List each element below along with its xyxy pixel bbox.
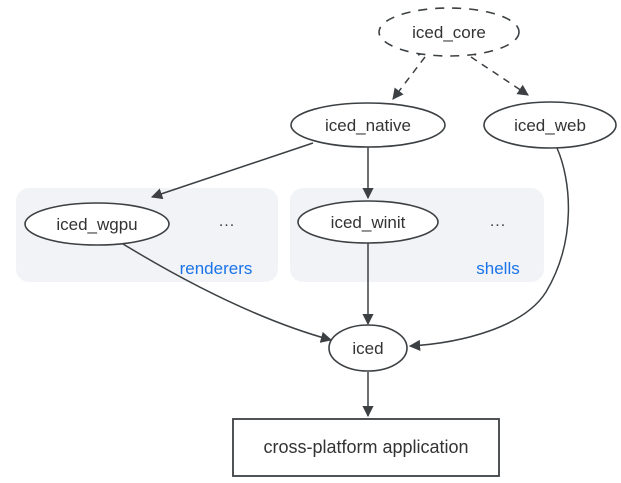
- node-iced: iced: [328, 324, 408, 372]
- shells-ellipsis: ...: [490, 213, 506, 230]
- iced-ellipse: [328, 324, 408, 372]
- iced-label: iced: [352, 339, 383, 358]
- iced-core-label: iced_core: [412, 23, 486, 42]
- edge-web-iced: [408, 147, 570, 352]
- iced-core-ellipse: [378, 7, 520, 57]
- node-iced-wgpu: iced_wgpu: [24, 202, 170, 246]
- iced-web-ellipse: [483, 101, 617, 149]
- iced-winit-ellipse: [297, 200, 439, 244]
- node-iced-web: iced_web: [483, 101, 617, 149]
- iced-wgpu-ellipse: [24, 202, 170, 246]
- renderers-group-label: renderers: [180, 259, 253, 278]
- iced-native-ellipse: [290, 102, 446, 148]
- node-iced-winit: iced_winit: [297, 200, 439, 244]
- shells-group-label: shells: [476, 259, 519, 278]
- node-application: cross-platform application: [232, 418, 500, 477]
- node-iced-core: iced_core: [378, 7, 520, 57]
- node-iced-native: iced_native: [290, 102, 446, 148]
- iced-web-label: iced_web: [514, 116, 586, 135]
- edge-core-native: [392, 56, 426, 100]
- application-rect: [232, 418, 500, 477]
- edge-core-web: [470, 56, 529, 96]
- edge-native-wgpu: [150, 142, 314, 200]
- nodes: iced_core iced_native iced_web iced_wgpu…: [24, 7, 617, 477]
- iced-native-label: iced_native: [325, 116, 411, 135]
- application-label: cross-platform application: [263, 437, 468, 457]
- iced-winit-label: iced_winit: [331, 213, 406, 232]
- iced-wgpu-label: iced_wgpu: [56, 215, 137, 234]
- edge-wgpu-iced: [122, 243, 333, 343]
- renderers-ellipsis: ...: [219, 213, 235, 230]
